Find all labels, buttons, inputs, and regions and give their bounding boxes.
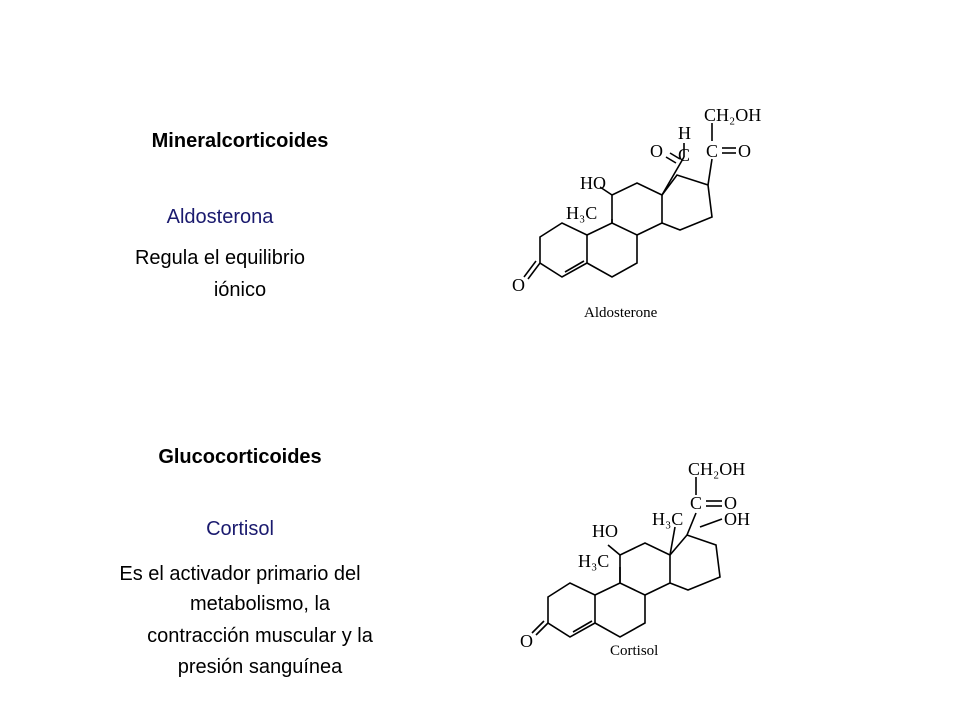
gluco-heading: Glucocorticoides — [158, 446, 322, 468]
aldosterone-aldehyde-c-label: C — [678, 145, 690, 165]
aldosterone-h-label: H — [678, 123, 691, 143]
aldosterone-aldehyde-o-label: O — [650, 141, 663, 161]
gluco-description-line-2: metabolismo, la — [189, 593, 331, 615]
gluco-description-line-3: contracción muscular y la — [147, 625, 373, 647]
mineral-description-line-1: Regula el equilibrio — [134, 247, 306, 269]
cortisol-h3c-top-label: H₃C — [652, 509, 683, 529]
cortisol-ho-label: HO — [592, 521, 618, 541]
aldosterone-h3c-label: H₃C — [566, 203, 597, 223]
gluco-description-line-1: Es el activador primario del — [119, 563, 361, 585]
aldosterone-caption: Aldosterone — [584, 305, 658, 321]
aldosterone-ring-o-label: O — [512, 275, 525, 295]
cortisol-oh-label: OH — [724, 509, 750, 529]
gluco-hormone-name: Cortisol — [206, 518, 274, 540]
cortisol-keto-o-label: O — [724, 493, 737, 513]
gluco-description-line-4: presión sanguínea — [177, 656, 343, 678]
cortisol-structure: CH₂OH C O HO H₃C OH H₃C O Cortisol — [520, 459, 750, 659]
mineral-hormone-name: Aldosterona — [166, 206, 274, 228]
cortisol-keto-c-label: C — [690, 493, 702, 513]
aldosterone-ho-label: HO — [580, 173, 606, 193]
cortisol-h3c-label: H₃C — [578, 551, 609, 571]
mineral-heading: Mineralcorticoides — [151, 130, 329, 152]
cortisol-caption: Cortisol — [610, 643, 658, 659]
mineral-description-line-2: iónico — [213, 279, 267, 301]
aldosterone-keto-c-label: C — [706, 141, 718, 161]
cortisol-ch2oh-label: CH₂OH — [688, 459, 745, 479]
aldosterone-keto-o-label: O — [738, 141, 751, 161]
aldosterone-ch2oh-label: CH₂OH — [704, 105, 761, 125]
cortisol-ring-o-label: O — [520, 631, 533, 651]
aldosterone-structure: CH₂OH H O C C O HO H₃C O Aldosterone — [512, 105, 761, 321]
